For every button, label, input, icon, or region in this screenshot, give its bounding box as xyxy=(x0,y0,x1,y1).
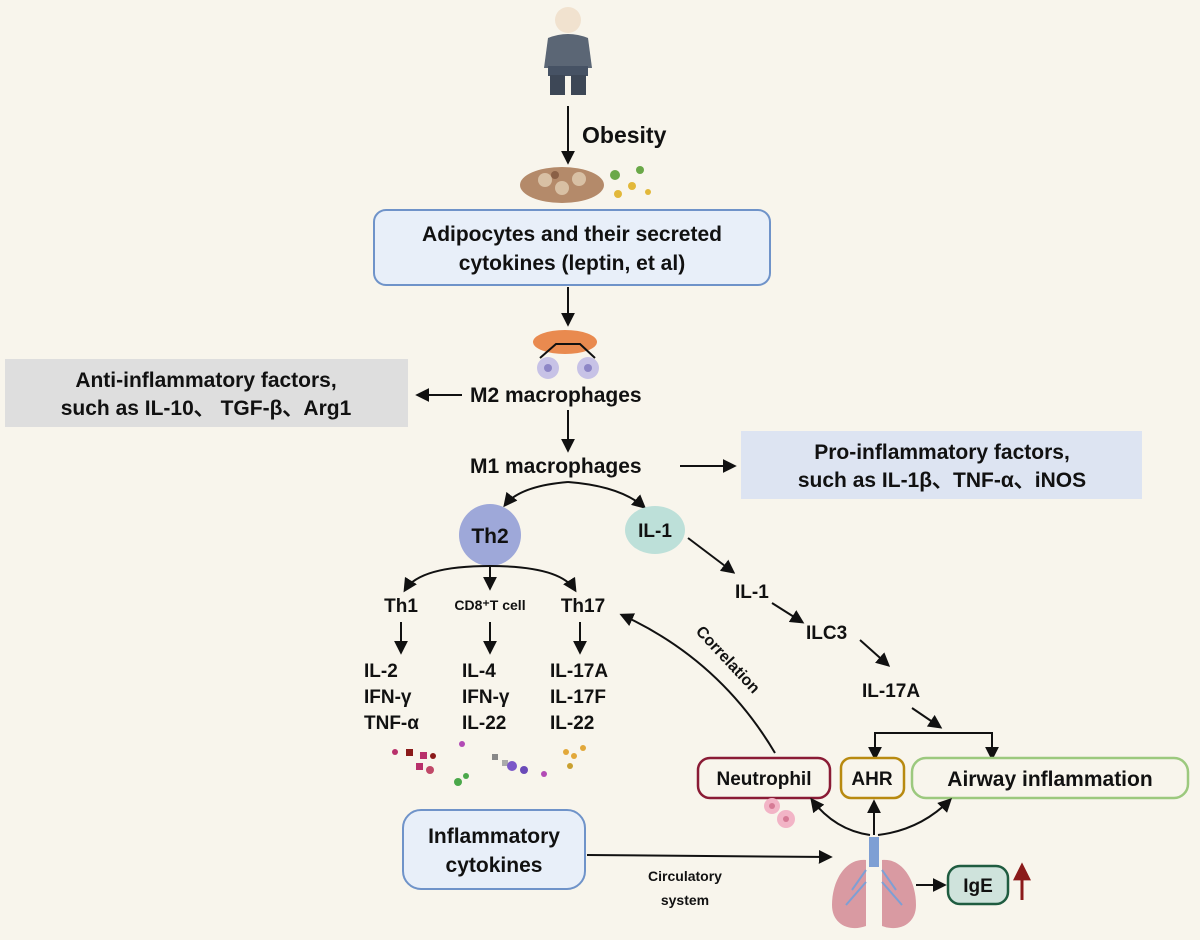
arrow-circulatory xyxy=(586,849,833,864)
m2-macrophages-label: M2 macrophages xyxy=(470,384,642,407)
il1-cell: IL-1 xyxy=(625,506,685,554)
il17a-label: IL-17A xyxy=(862,681,920,702)
arrow-il1-to-ilc3 xyxy=(771,602,805,624)
th17-cytokine-2: IL-17F xyxy=(550,687,606,708)
m1-macrophages-label: M1 macrophages xyxy=(470,455,642,478)
cytokine-dots-icon xyxy=(392,741,586,786)
inflammatory-cytokines-box: Inflammatory cytokines xyxy=(402,809,586,890)
cd8-label: CD8⁺T cell xyxy=(454,597,525,613)
th17-cytokine-3: IL-22 xyxy=(550,713,594,734)
cd8-cytokine-2: IFN-γ xyxy=(462,687,510,708)
lungs-icon xyxy=(832,837,916,929)
th2-cell: Th2 xyxy=(459,504,521,566)
anti-inflammatory-line1: Anti-inflammatory factors, xyxy=(75,369,336,392)
airway-inflammation-box: Airway inflammation xyxy=(910,756,1190,800)
arrow-lungs-to-airway xyxy=(877,798,952,836)
adipocytes-label-line1: Adipocytes and their secreted xyxy=(422,223,722,246)
cd8-cytokine-1: IL-4 xyxy=(462,661,496,682)
arrow-th2-to-th1 xyxy=(403,565,491,593)
inflammatory-line2: cytokines xyxy=(446,854,543,877)
adipocytes-label-line2: cytokines (leptin, et al) xyxy=(459,252,685,275)
pro-inflammatory-line2: such as IL-1β、TNF-α、iNOS xyxy=(798,469,1086,492)
ige-box: IgE xyxy=(946,864,1010,906)
arrow-il17a-to-bracket xyxy=(911,707,943,729)
th17-cytokine-1: IL-17A xyxy=(550,661,608,682)
arrow-ilc3-to-il17a xyxy=(859,639,891,667)
arrow-m1-to-il1 xyxy=(567,481,647,509)
neutrophil-cells-icon xyxy=(764,798,795,828)
neutrophil-box: Neutrophil xyxy=(696,756,832,800)
correlation-label: Correlation xyxy=(692,623,763,697)
adipose-tissue-icon xyxy=(520,166,651,203)
arrow-m1-to-th2 xyxy=(503,481,569,508)
arrow-correlation xyxy=(619,613,776,754)
il1-cell-label: IL-1 xyxy=(638,521,672,542)
person-icon xyxy=(544,7,592,95)
neutrophil-label: Neutrophil xyxy=(717,769,812,790)
airway-inflammation-label: Airway inflammation xyxy=(947,768,1152,791)
th2-label: Th2 xyxy=(471,525,508,548)
circulatory-line1: Circulatory xyxy=(648,868,722,884)
bracket-ahr-airway xyxy=(874,732,993,757)
il1-label: IL-1 xyxy=(735,582,769,603)
pro-inflammatory-box: Pro-inflammatory factors, such as IL-1β、… xyxy=(741,431,1142,499)
th1-cytokine-1: IL-2 xyxy=(364,661,398,682)
arrow-lungs-to-neutrophil xyxy=(810,797,871,836)
cd8-cytokine-3: IL-22 xyxy=(462,713,506,734)
inflammatory-line1: Inflammatory xyxy=(428,825,560,848)
th1-cytokine-3: TNF-α xyxy=(364,713,419,734)
th1-cytokine-2: IFN-γ xyxy=(364,687,412,708)
anti-inflammatory-line2: such as IL-10、 TGF-β、Arg1 xyxy=(61,397,352,420)
arrow-il1cell-to-il1 xyxy=(687,537,736,574)
ige-label: IgE xyxy=(963,876,993,897)
ilc3-label: ILC3 xyxy=(806,623,847,644)
arrow-th2-to-th17 xyxy=(489,565,577,593)
macrophage-icon xyxy=(533,330,599,379)
obesity-label: Obesity xyxy=(582,122,667,148)
th1-label: Th1 xyxy=(384,596,418,617)
adipocytes-box: Adipocytes and their secreted cytokines … xyxy=(373,209,771,286)
anti-inflammatory-box: Anti-inflammatory factors, such as IL-10… xyxy=(5,359,408,427)
pro-inflammatory-line1: Pro-inflammatory factors, xyxy=(814,441,1070,464)
th17-label: Th17 xyxy=(561,596,605,617)
ahr-box: AHR xyxy=(839,756,906,800)
ahr-label: AHR xyxy=(851,769,892,790)
circulatory-line2: system xyxy=(661,892,709,908)
